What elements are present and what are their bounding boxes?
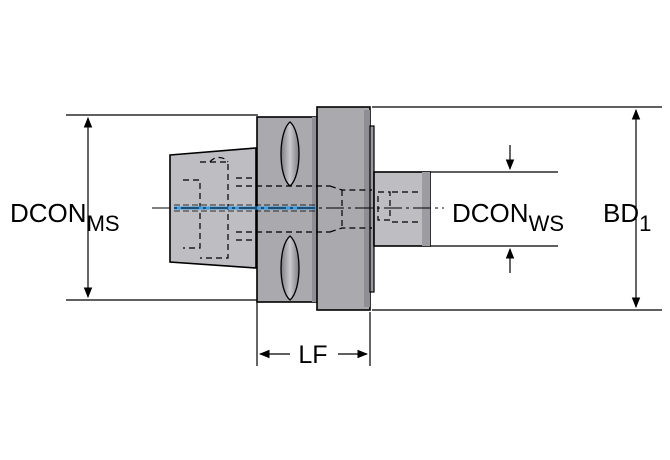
dcon-ms-label: DCONMS: [10, 198, 120, 236]
flange-slot-top: [280, 121, 300, 187]
spigot-tip: [422, 172, 430, 246]
spigot-hidden-lines: [377, 191, 420, 223]
spigot-body: [373, 171, 431, 247]
lf-label: LF: [298, 341, 327, 369]
dimension-lines: [83, 108, 641, 359]
internal-bore-lines: [236, 185, 372, 233]
shank-hidden-lines: [183, 156, 256, 259]
flange-slot-bottom: [280, 235, 300, 301]
spigot: [373, 171, 431, 247]
bd1-label: BD1: [603, 198, 651, 236]
dcon-ws-label: DCONWS: [452, 198, 564, 236]
extension-lines: [66, 106, 662, 366]
